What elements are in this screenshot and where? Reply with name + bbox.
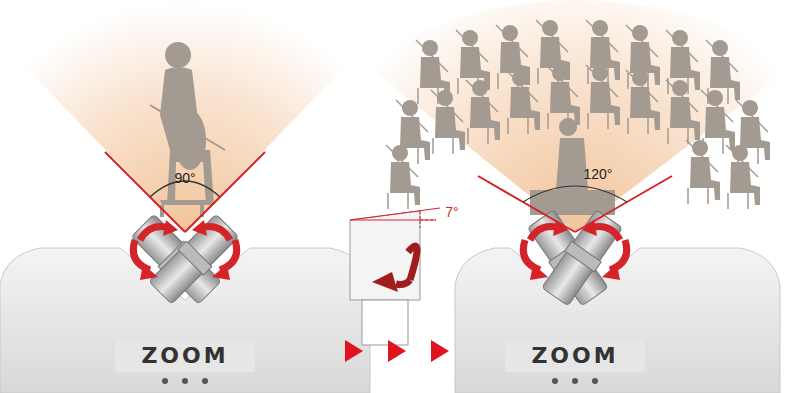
angle-line — [105, 152, 265, 232]
brand-logo: ZOOM — [531, 345, 618, 367]
angle-label: 120° — [584, 167, 613, 181]
orchestra-silhouette — [386, 20, 770, 215]
tilt-diagram — [350, 208, 440, 345]
brand-logo: ZOOM — [141, 345, 228, 367]
progress-arrows — [345, 340, 449, 362]
logo-plate — [115, 340, 255, 372]
pickup-fan — [360, 0, 800, 232]
recorder-body — [455, 248, 780, 393]
logo-plate — [505, 340, 645, 372]
cellist-silhouette — [150, 42, 225, 217]
angle-label: 90° — [174, 171, 195, 185]
pickup-fan — [0, 0, 390, 232]
angle-line — [478, 176, 672, 232]
angle-label: 7° — [445, 205, 458, 219]
angle-arc — [523, 186, 627, 202]
